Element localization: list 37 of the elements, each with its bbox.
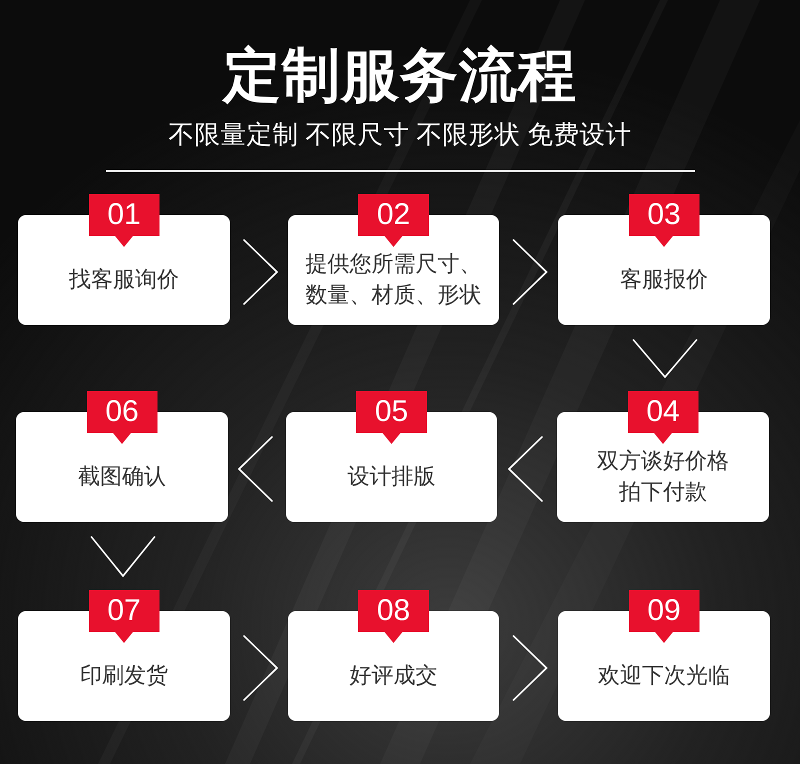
step-card xyxy=(18,590,230,721)
number-tag: 07 xyxy=(88,590,160,643)
step-card xyxy=(558,590,770,721)
subtitle: 不限量定制 不限尺寸 不限形状 免费设计 xyxy=(168,120,632,150)
number-tag: 02 xyxy=(358,194,429,247)
number-tag: 08 xyxy=(358,590,429,643)
step-card xyxy=(288,590,499,721)
step-card xyxy=(558,194,770,325)
title: 定制服务流程 xyxy=(223,44,577,108)
number-tag: 05 xyxy=(356,391,427,444)
chevron-arrow xyxy=(512,239,548,305)
number-tag: 03 xyxy=(628,194,700,247)
step-card xyxy=(288,194,499,325)
step-text: 双方谈好价格拍下付款 xyxy=(596,447,730,506)
number-tag: 06 xyxy=(86,391,158,444)
step-card xyxy=(286,391,497,522)
number-tag: 04 xyxy=(628,391,698,444)
step-card xyxy=(18,194,230,325)
step-text: 客服报价 xyxy=(620,266,708,294)
number-tag: 09 xyxy=(628,590,700,643)
chevron-arrow xyxy=(508,436,543,502)
chevron-arrow xyxy=(90,536,156,577)
chevron-arrow xyxy=(512,635,548,701)
step-text: 提供您所需尺寸、数量、材质、形状 xyxy=(304,250,482,309)
step-text: 截图确认 xyxy=(78,462,166,490)
chevron-arrow xyxy=(243,635,278,701)
step-text: 欢迎下次光临 xyxy=(598,662,730,690)
number-tag: 01 xyxy=(88,194,160,247)
step-card xyxy=(16,391,228,522)
chevron-arrow xyxy=(238,436,273,502)
step-text: 印刷发货 xyxy=(80,662,168,690)
step-text: 找客服询价 xyxy=(69,266,179,294)
step-text: 设计排版 xyxy=(348,462,436,490)
step-text: 好评成交 xyxy=(350,662,438,690)
chevron-arrow xyxy=(632,339,698,378)
step-card xyxy=(557,391,769,522)
chevron-arrow xyxy=(243,239,278,305)
